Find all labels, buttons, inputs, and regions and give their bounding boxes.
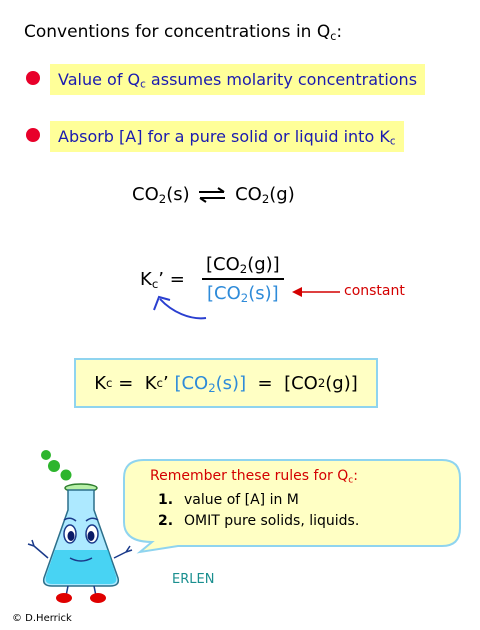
speech-heading: Remember these rules for Qc: [150,468,358,486]
bullet-dot-icon [26,128,40,142]
kprime-lhs: Kc’ = [140,269,185,291]
bullet-molarity: Value of Qc assumes molarity concentrati… [50,64,426,95]
handdrawn-arrow-icon [153,295,207,320]
bullet-absorb: Absorb [A] for a pure solid or liquid in… [50,121,404,152]
speech-bubble [123,459,461,554]
equilibrium-reaction: CO2(s) CO2(g) [132,184,295,206]
fraction-numerator: [CO2(g)] [202,254,284,280]
bullet-dot-icon [26,71,40,85]
constant-label: constant [344,283,405,299]
mascot-name: ERLEN [172,572,215,587]
equilibrium-arrows-icon [199,187,226,203]
fraction-denominator: [CO2(s)] [207,283,279,305]
page-title: Conventions for concentrations in Qc: [24,22,343,43]
flask-mascot-icon [27,450,133,603]
arrow-left-icon [292,287,340,297]
rule-item: 1.value of [A] in M [158,492,299,508]
rule-item: 2.OMIT pure solids, liquids. [158,513,360,529]
kprime-fraction: [CO2(g)] [CO2(s)] [202,254,284,304]
credit: © D.Herrick [12,613,72,624]
